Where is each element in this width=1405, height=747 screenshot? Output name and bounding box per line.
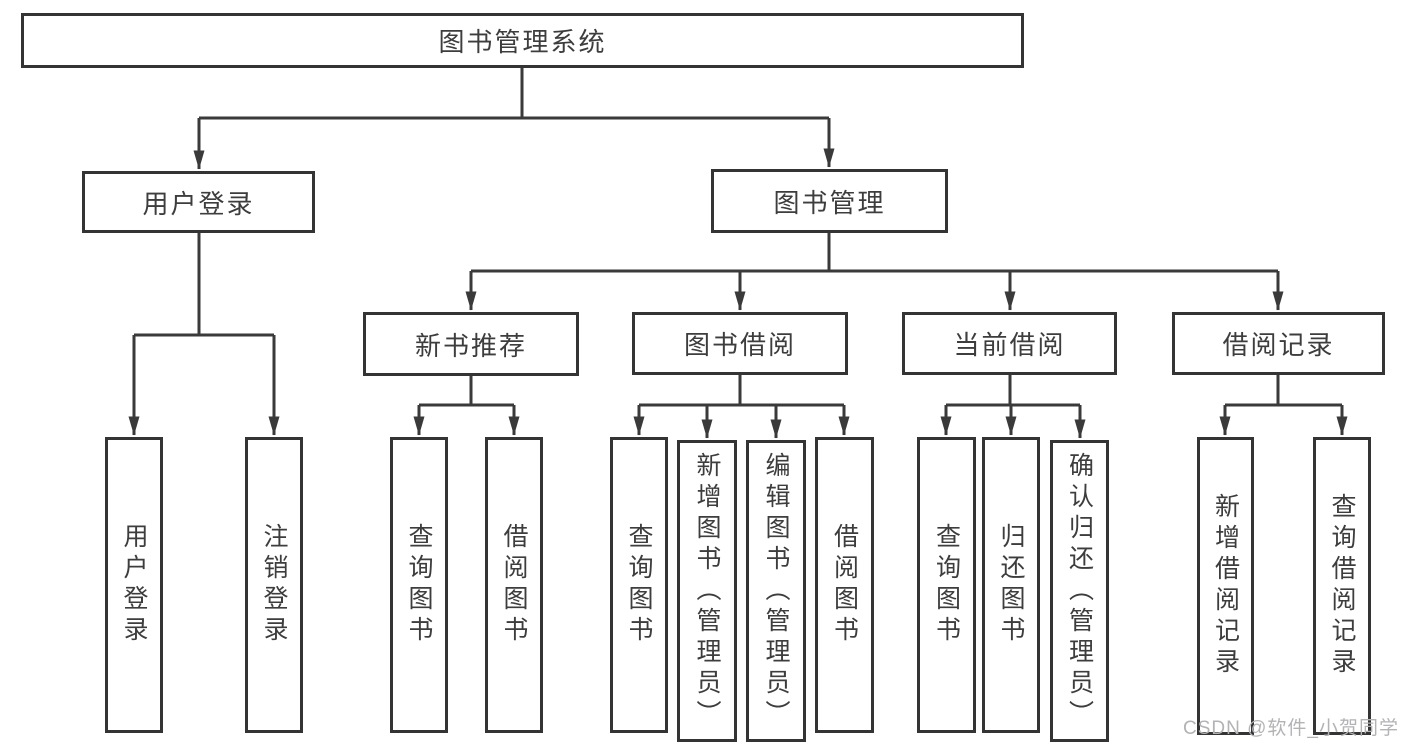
leaf-label: 用户登录 bbox=[120, 523, 148, 647]
leaf-label: 注销登录 bbox=[260, 523, 288, 647]
leaf-label: 新增图书（管理员） bbox=[693, 451, 721, 731]
leaf-label: 借阅图书 bbox=[500, 523, 528, 647]
leaf-label: 新增借阅记录 bbox=[1211, 493, 1240, 679]
leaf-add-borrow-record: 新增借阅记录 bbox=[1197, 437, 1254, 735]
leaf-query-borrow-record: 查询借阅记录 bbox=[1313, 437, 1371, 735]
leaf-add-books-admin: 新增图书（管理员） bbox=[677, 440, 737, 742]
edge-group-current-borrowing bbox=[940, 375, 1086, 439]
leaf-label: 查询图书 bbox=[405, 523, 433, 647]
leaf-user-login: 用户登录 bbox=[105, 437, 163, 733]
leaf-label: 编辑图书（管理员） bbox=[762, 451, 790, 731]
node-borrow-records: 借阅记录 bbox=[1172, 312, 1385, 375]
node-user-login: 用户登录 bbox=[82, 171, 315, 233]
leaf-query-books-current: 查询图书 bbox=[917, 437, 976, 733]
leaf-label: 归还图书 bbox=[997, 523, 1025, 647]
edge-group-user-login bbox=[128, 233, 280, 436]
leaf-confirm-return-admin: 确认归还（管理员） bbox=[1050, 440, 1109, 742]
leaf-logout: 注销登录 bbox=[245, 437, 303, 733]
leaf-borrow-books-borrow: 借阅图书 bbox=[815, 437, 874, 733]
leaf-label: 确认归还（管理员） bbox=[1065, 451, 1094, 731]
csdn-watermark: CSDN @软件_小贺同学 bbox=[1183, 718, 1399, 739]
leaf-borrow-books-recommend: 借阅图书 bbox=[485, 437, 543, 733]
leaf-label: 借阅图书 bbox=[830, 523, 859, 647]
node-book-borrowing: 图书借阅 bbox=[632, 312, 848, 375]
node-current-borrowing: 当前借阅 bbox=[902, 312, 1117, 375]
leaf-label: 查询借阅记录 bbox=[1328, 493, 1356, 679]
edge-group-book-borrowing bbox=[633, 375, 850, 439]
leaf-query-books-borrow: 查询图书 bbox=[610, 437, 668, 733]
node-new-book-recommend: 新书推荐 bbox=[363, 312, 579, 376]
edge-group-new-book-recommend bbox=[413, 376, 520, 436]
edge-group-borrow-records bbox=[1219, 375, 1348, 436]
edge-group-book-management bbox=[465, 233, 1284, 311]
leaf-edit-books-admin: 编辑图书（管理员） bbox=[746, 440, 806, 742]
node-book-management: 图书管理 bbox=[711, 169, 948, 233]
leaf-label: 查询图书 bbox=[625, 523, 653, 647]
leaf-query-books-recommend: 查询图书 bbox=[390, 437, 448, 733]
leaf-return-books: 归还图书 bbox=[982, 437, 1040, 733]
node-root: 图书管理系统 bbox=[21, 13, 1024, 68]
leaf-label: 查询图书 bbox=[932, 523, 961, 647]
edge-group-root bbox=[193, 68, 835, 170]
